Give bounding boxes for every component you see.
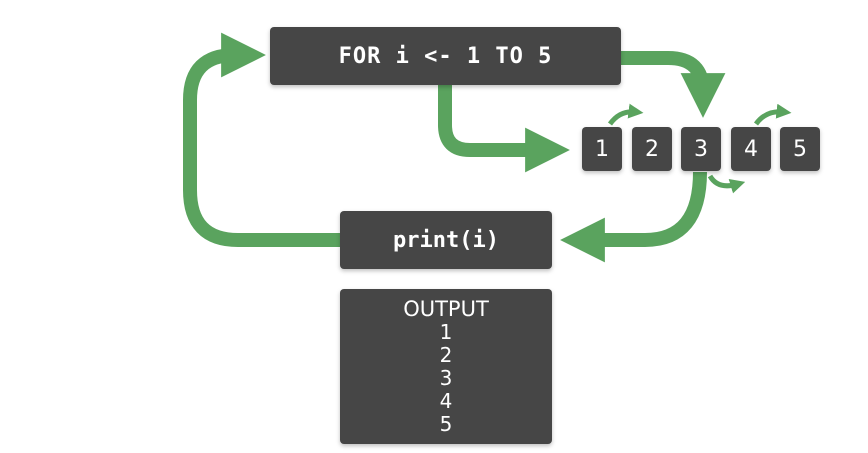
sequence-item: 5 [780,127,820,171]
loop-body-text: print(i) [393,227,499,253]
step-arrow-4-5 [753,103,792,126]
loop-back-arrow [183,32,340,247]
sequence-item: 4 [731,127,771,171]
output-line: 5 [439,411,453,436]
step-arrow-1-2 [607,103,644,126]
output-box: OUTPUT 1 2 3 4 5 [340,289,552,444]
for-to-sequence-arrow [438,85,570,173]
loop-header-box: FOR i <- 1 TO 5 [270,27,621,85]
sequence-item-current: 3 [681,127,721,171]
output-line: 4 [439,388,453,413]
loop-header-text: FOR i <- 1 TO 5 [338,43,553,69]
output-line: 2 [439,342,453,367]
sequence-item-label: 2 [645,136,659,162]
sequence-item-label: 3 [694,136,708,162]
sequence-item-label: 4 [744,136,758,162]
current-to-print-arrow [560,171,707,263]
for-to-current-arrow [621,51,726,118]
sequence-item: 2 [632,127,672,171]
sequence-item-label: 5 [793,136,807,162]
sequence-item-label: 1 [595,136,609,162]
loop-body-box: print(i) [340,211,552,269]
output-line: 3 [439,365,453,390]
step-arrow-3-4 [707,174,746,194]
sequence-item: 1 [582,127,622,171]
output-line: 1 [439,319,453,344]
output-title: OUTPUT [403,296,489,321]
